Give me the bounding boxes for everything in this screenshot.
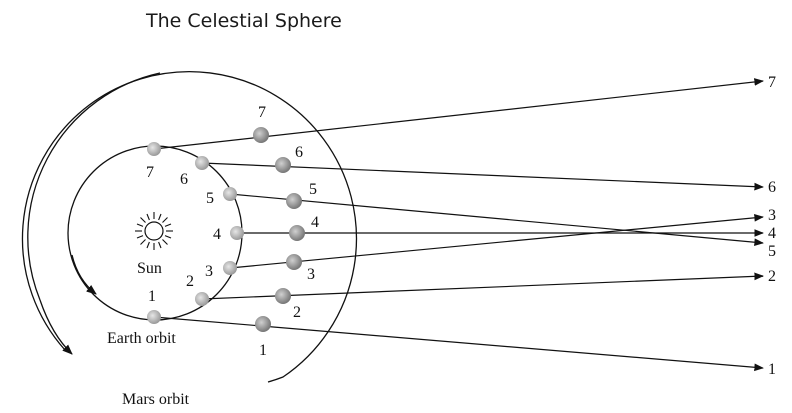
sun-icon [135, 212, 173, 250]
earth-position-2 [195, 292, 209, 306]
earth-number-4: 4 [213, 226, 221, 243]
earth-number-2: 2 [186, 273, 194, 290]
mars-number-7: 7 [258, 104, 266, 121]
mars-number-1: 1 [259, 342, 267, 359]
earth-position-5 [223, 187, 237, 201]
mars-number-3: 3 [307, 266, 315, 283]
earth-positions [147, 142, 244, 324]
sky-number-2: 2 [768, 268, 776, 285]
earth-number-6: 6 [180, 171, 188, 188]
sky-number-3: 3 [768, 207, 776, 224]
sight-line-7 [153, 78, 764, 150]
mars-position-2 [275, 288, 291, 304]
mars-position-5 [286, 193, 302, 209]
earth-number-7: 7 [146, 164, 154, 181]
sight-line-3 [229, 214, 764, 269]
sky-number-6: 6 [768, 179, 776, 196]
earth-number-5: 5 [206, 190, 214, 207]
mars-orbit-arrow [39, 299, 73, 355]
earth-orbit-arrow [71, 254, 97, 295]
mars-positions [253, 127, 305, 332]
mars-number-4: 4 [311, 214, 319, 231]
mars-number-6: 6 [295, 144, 303, 161]
earth-number-1: 1 [148, 288, 156, 305]
sight-line-6 [201, 162, 764, 191]
mars-position-7 [253, 127, 269, 143]
earth-position-4 [230, 226, 244, 240]
sight-line-2 [201, 272, 764, 300]
earth-number-3: 3 [205, 263, 213, 280]
mars-position-3 [286, 254, 302, 270]
sight-line-5 [229, 193, 764, 247]
earth-position-3 [223, 261, 237, 275]
mars-number-5: 5 [309, 181, 317, 198]
mars-orbit-label: Mars orbit [122, 391, 190, 408]
mars-position-6 [275, 157, 291, 173]
diagram-title: The Celestial Sphere [146, 10, 342, 32]
sight-line-1 [153, 316, 764, 372]
earth-position-6 [195, 156, 209, 170]
sky-number-4: 4 [768, 225, 776, 242]
mars-orbit-arc [27, 72, 161, 301]
mars-number-2: 2 [293, 304, 301, 321]
mars-position-1 [255, 316, 271, 332]
sky-number-1: 1 [768, 361, 776, 378]
sky-number-5: 5 [768, 243, 776, 260]
mars-orbit-circle [21, 71, 358, 383]
mars-position-4 [289, 225, 305, 241]
sun-label: Sun [137, 260, 162, 277]
earth-orbit-label: Earth orbit [107, 330, 176, 347]
earth-position-7 [147, 142, 161, 156]
earth-position-1 [147, 310, 161, 324]
sky-number-7: 7 [768, 74, 776, 91]
